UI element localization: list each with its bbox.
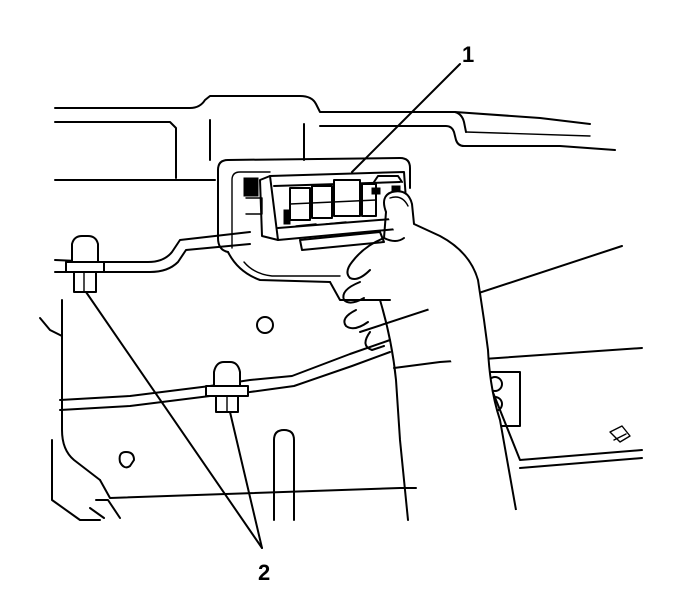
control-module <box>243 171 409 251</box>
callout-1: 1 <box>462 42 474 67</box>
bracket-plate <box>217 157 411 283</box>
callout-2: 2 <box>258 560 270 585</box>
nut-left <box>65 235 105 293</box>
wire-harness <box>54 231 391 411</box>
hand <box>342 190 517 521</box>
inner-panel <box>39 281 417 521</box>
nut-center <box>205 361 249 413</box>
upper-rail <box>54 95 616 181</box>
leader-lines <box>85 63 461 549</box>
